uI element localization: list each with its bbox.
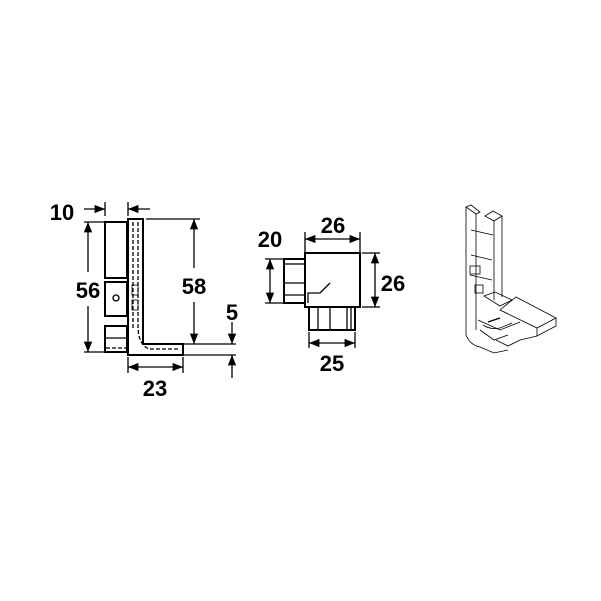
dim-label-5: 5 xyxy=(226,300,238,325)
side-view: 10 56 58 5 23 xyxy=(50,200,238,401)
isometric-bracket-icon xyxy=(465,204,557,354)
dim-label-20: 20 xyxy=(258,227,282,252)
screw-hole xyxy=(112,294,120,302)
dim-label-10: 10 xyxy=(50,200,74,225)
hidden-lines xyxy=(132,222,180,350)
dim-label-26-top: 26 xyxy=(321,213,345,238)
dim-label-56: 56 xyxy=(76,278,100,303)
top-left-part xyxy=(283,258,306,304)
dim-label-25: 25 xyxy=(320,351,344,376)
top-view: 26 20 26 25 xyxy=(258,213,405,376)
side-block-middle xyxy=(104,281,128,317)
l-profile xyxy=(127,218,184,356)
dim-label-58: 58 xyxy=(182,274,206,299)
dim-label-26-right: 26 xyxy=(381,271,405,296)
side-block-upper xyxy=(104,221,128,279)
top-main-square xyxy=(304,252,361,308)
top-bottom-part xyxy=(308,306,356,331)
dim-label-23: 23 xyxy=(143,376,167,401)
